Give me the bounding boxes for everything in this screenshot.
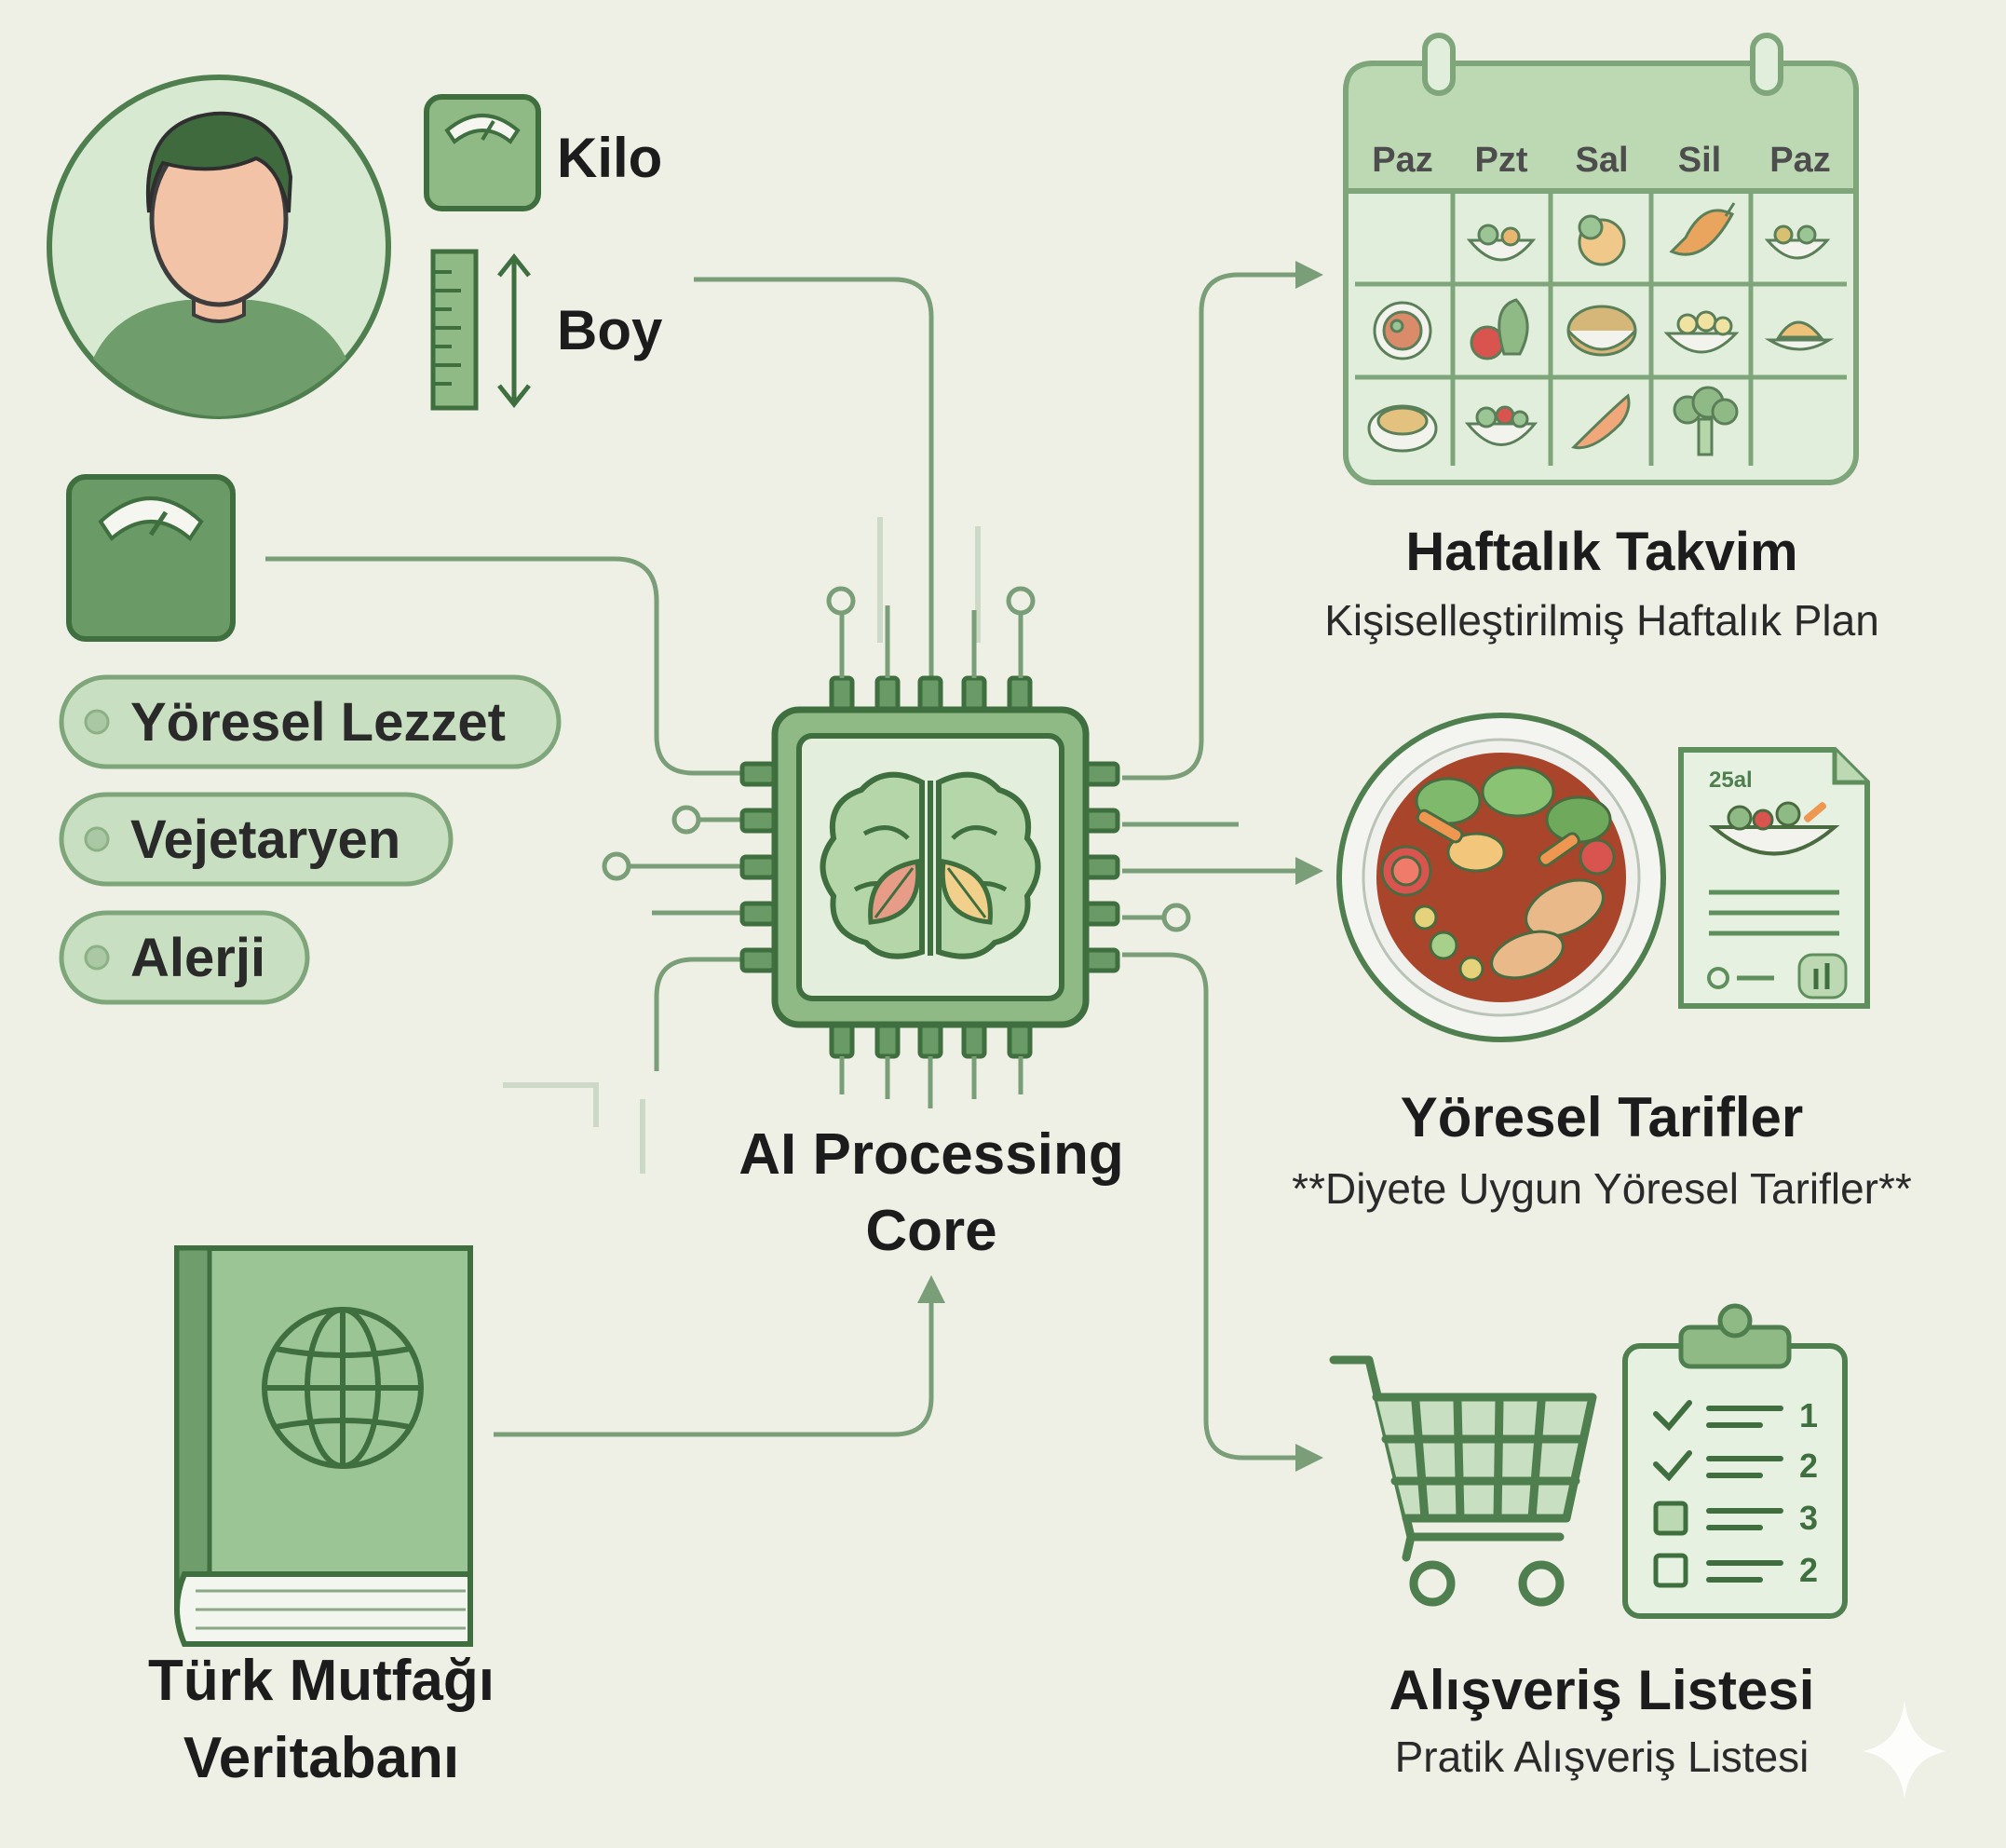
recipe-card-icon (1678, 747, 1870, 1009)
preference-label-vegetarian: Vejetaryen (130, 809, 400, 870)
cookbook-icon (174, 1245, 473, 1647)
connector-core-to-shopping (1122, 952, 1323, 1472)
shopping-cart-icon (1329, 1355, 1597, 1607)
calendar-day-2: Pzt (1475, 141, 1528, 180)
large-scale-icon (66, 474, 236, 642)
calendar-day-5: Paz (1769, 141, 1830, 180)
preference-pills (59, 674, 562, 1005)
checklist-number-3: 3 (1799, 1499, 1818, 1537)
connector-core-to-calendar (1122, 261, 1323, 781)
checklist-number-2: 2 (1799, 1447, 1818, 1485)
calendar-day-4: Sil (1678, 141, 1721, 180)
core-title-line2: Core (865, 1199, 996, 1263)
calendar-day-1: Paz (1372, 141, 1432, 180)
connector-scale-to-core (265, 556, 750, 776)
height-label: Boy (557, 299, 663, 361)
brain-icon (820, 771, 1041, 959)
recipes-title: Yöresel Tarifler (1401, 1086, 1803, 1148)
core-title-line1: AI Processing (739, 1122, 1123, 1187)
height-ruler-icon (430, 249, 531, 411)
calendar-subtitle: Kişiselleştirilmiş Haftalık Plan (1324, 596, 1879, 645)
user-avatar (47, 75, 391, 419)
shopping-subtitle: Pratik Alışveriş Listesi (1395, 1732, 1809, 1781)
globe-icon (262, 1307, 424, 1469)
connector-core-left-low (654, 957, 750, 1071)
calendar-title: Haftalık Takvim (1405, 522, 1797, 582)
recipe-card-label: 25al (1709, 768, 1753, 793)
sparkle-icon (1863, 1700, 1946, 1800)
connector-nodes (602, 586, 1191, 932)
preference-pill-allergy[interactable] (59, 910, 310, 1005)
shopping-title: Alışveriş Listesi (1389, 1659, 1815, 1721)
weekly-calendar (1343, 33, 1859, 485)
weight-label: Kilo (557, 127, 662, 189)
preference-pill-vegetarian[interactable] (59, 792, 454, 887)
connector-database-to-core (494, 1275, 945, 1437)
preference-label-regional: Yöresel Lezzet (130, 692, 506, 753)
ai-core-chip (739, 605, 1120, 1108)
connector-profile-to-core (694, 277, 934, 685)
weight-scale-icon (424, 94, 541, 211)
calendar-food-icons (1367, 202, 1835, 456)
checklist-number-4: 2 (1799, 1551, 1818, 1589)
preference-label-allergy: Alerji (130, 928, 265, 988)
database-title-line1: Türk Mutfağı (148, 1649, 495, 1713)
preference-pill-regional[interactable] (59, 674, 562, 769)
recipe-bowl-icon (1336, 713, 1666, 1042)
checklist-number-1: 1 (1799, 1396, 1818, 1434)
connector-lines (265, 261, 1323, 1472)
database-title-line2: Veritabanı (183, 1726, 459, 1790)
calendar-day-3: Sal (1575, 141, 1628, 180)
checklist-clipboard-icon (1622, 1303, 1848, 1619)
recipes-subtitle: **Diyete Uygun Yöresel Tarifler** (1292, 1164, 1912, 1213)
